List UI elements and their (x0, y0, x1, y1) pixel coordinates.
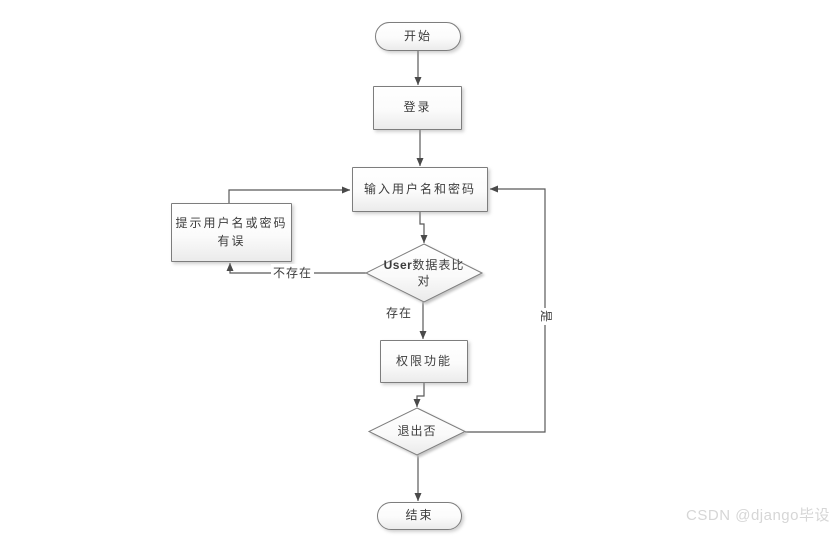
check-diamond-shape (364, 243, 484, 303)
error-hint-node: 提示用户名或密码 有误 (171, 203, 292, 262)
edge-label-yes: 是 (538, 307, 556, 326)
edge-error-to-input (228, 186, 351, 203)
permission-label: 权限功能 (395, 353, 452, 368)
login-node-label: 登录 (403, 100, 432, 115)
login-node: 登录 (373, 86, 462, 130)
watermark: CSDN @django毕设 (686, 507, 830, 524)
permission-node: 权限功能 (380, 340, 468, 383)
end-node-label: 结束 (405, 508, 434, 523)
input-credentials-label: 输入用户名和密码 (363, 181, 476, 196)
input-credentials-node: 输入用户名和密码 (352, 167, 488, 212)
start-node-label: 开始 (403, 28, 432, 43)
end-node: 结束 (377, 502, 462, 530)
edge-exit-to-input-yes (465, 185, 546, 433)
error-hint-label: 提示用户名或密码 有误 (175, 215, 287, 250)
edge-perm-to-exit (413, 383, 425, 408)
exit-diamond-shape (367, 407, 467, 456)
error-hint-line1: 提示用户名或密码 (175, 216, 288, 231)
error-hint-line2: 有误 (217, 233, 246, 248)
edge-check-to-error-not-exist (226, 262, 366, 274)
edge-label-exist: 存在 (384, 304, 415, 321)
edge-label-not-exist: 不存在 (271, 264, 315, 281)
edge-input-to-check (419, 212, 428, 244)
start-node: 开始 (375, 22, 461, 51)
